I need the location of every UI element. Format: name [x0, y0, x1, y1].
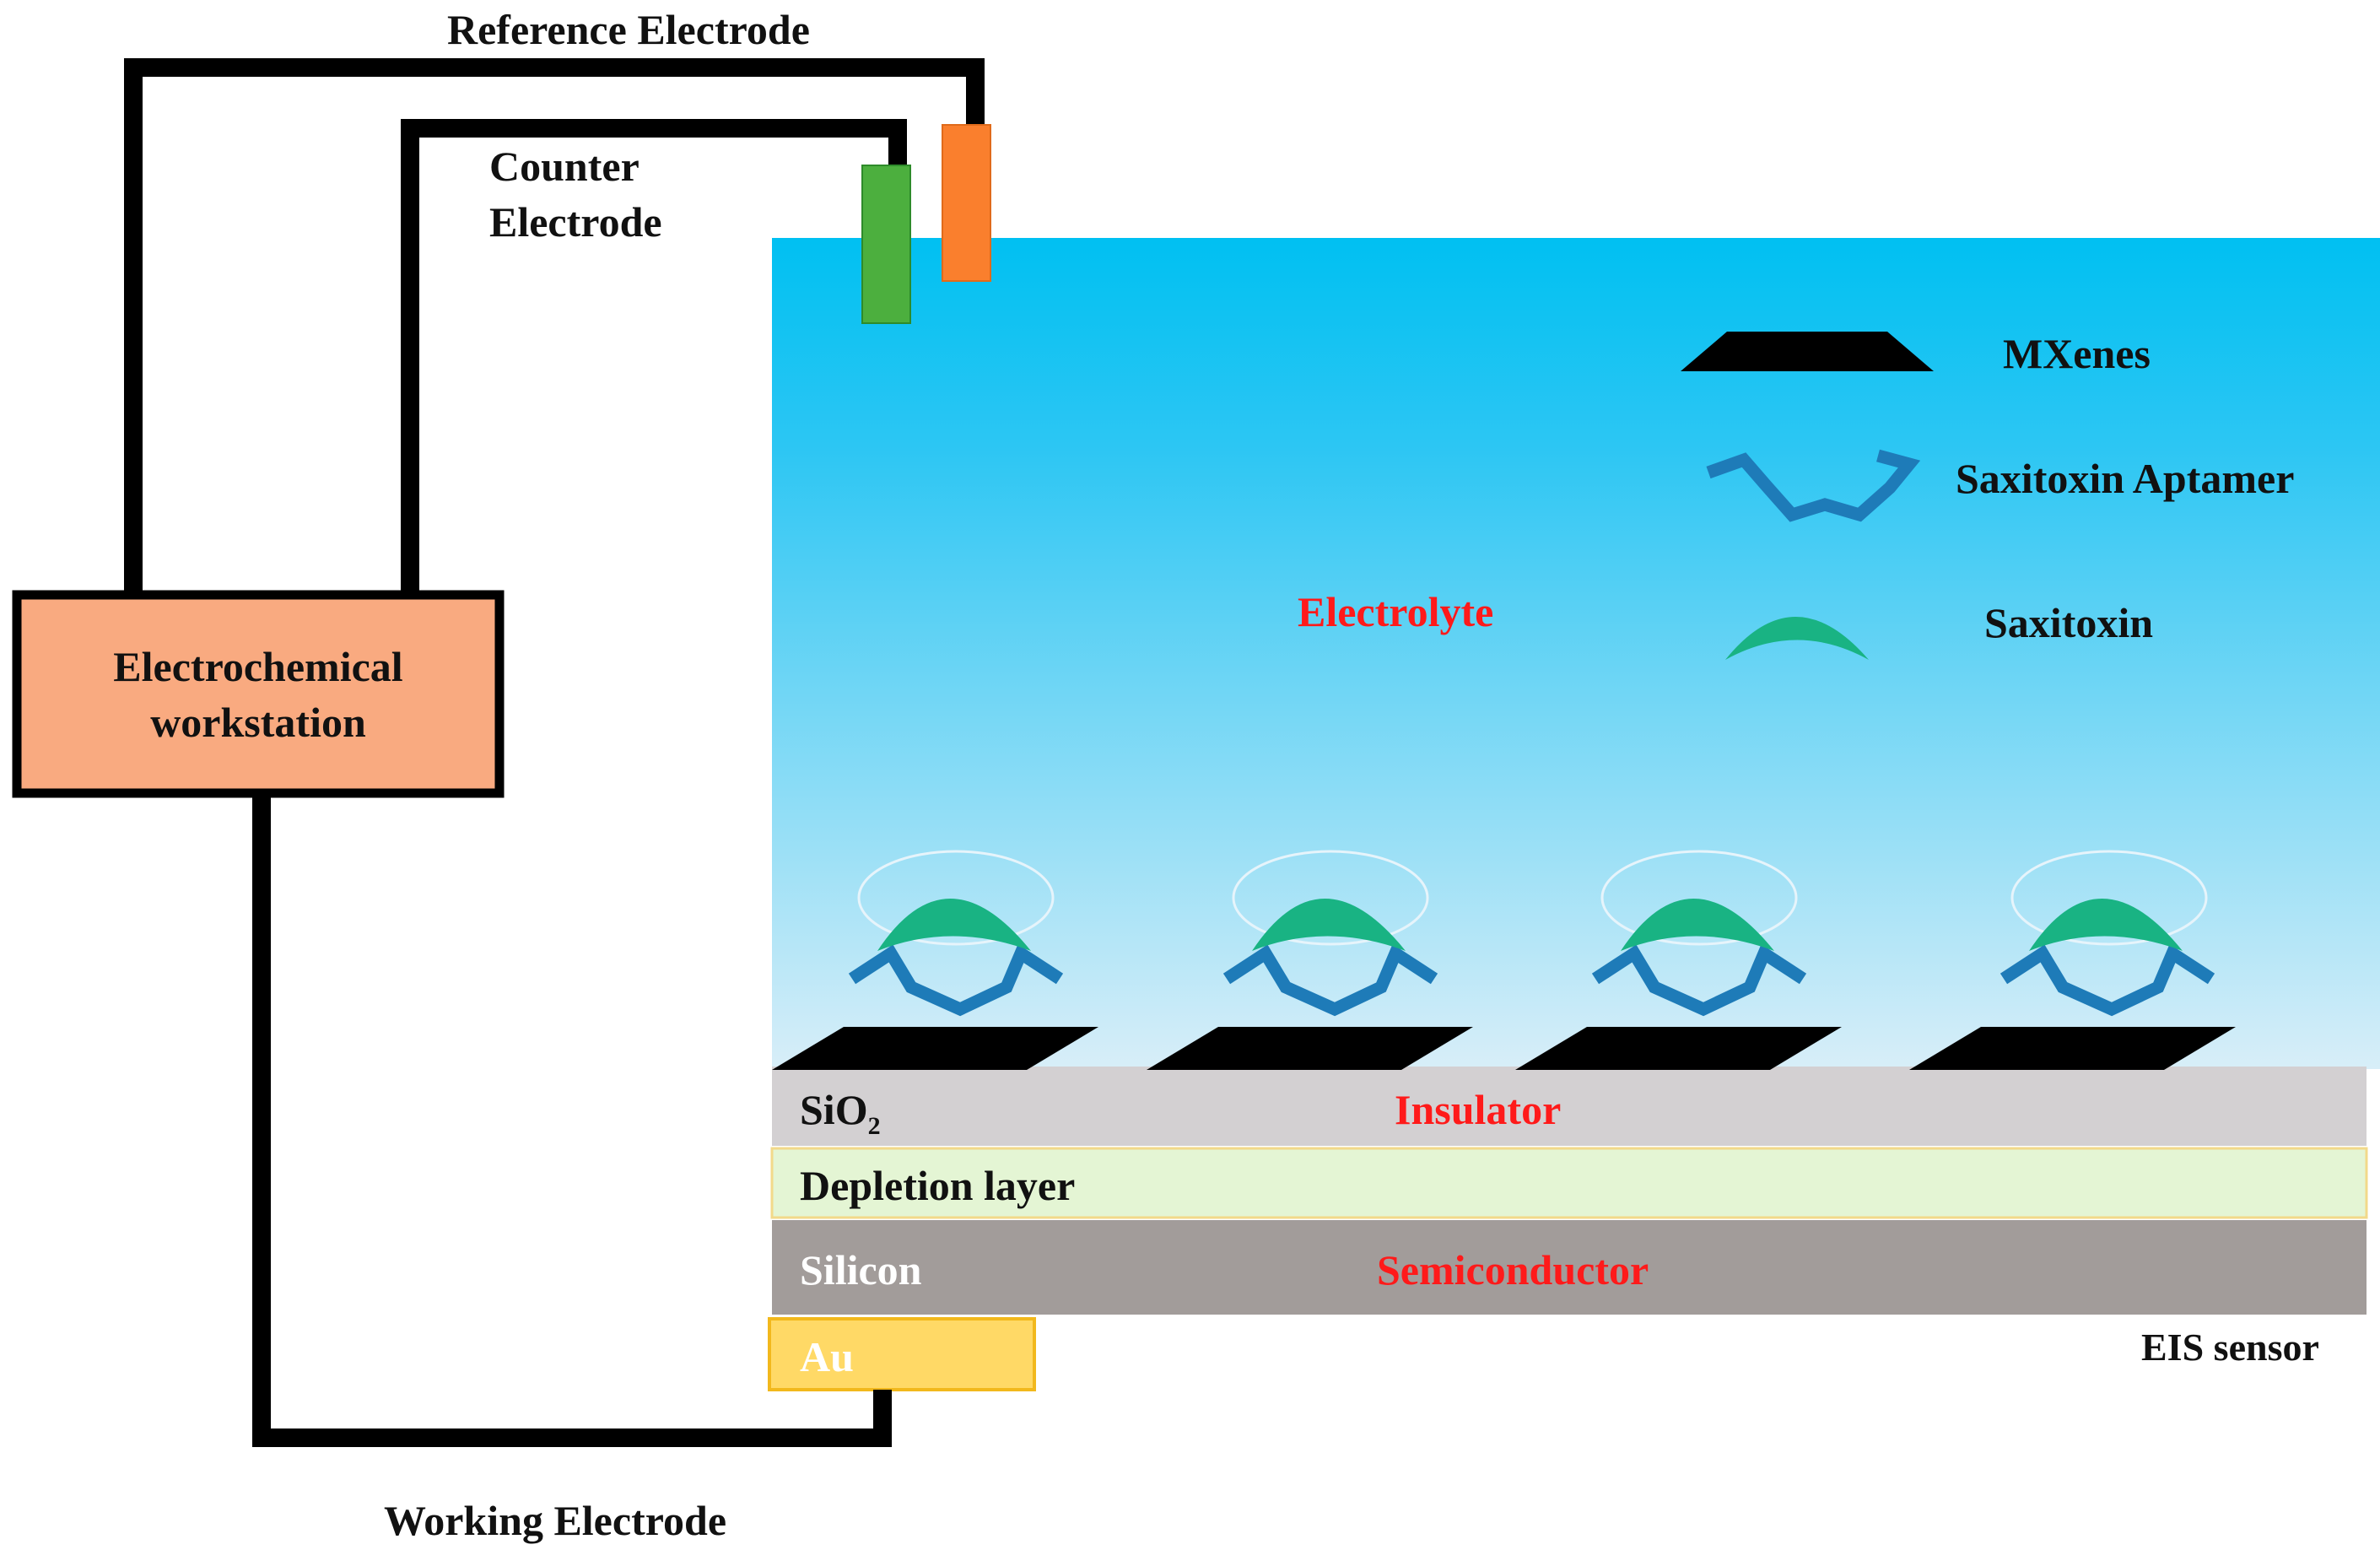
counter-electrode-label-line1: Counter — [489, 143, 640, 190]
saxitoxin-molecule — [1252, 899, 1406, 951]
insulator-label: Insulator — [1395, 1086, 1562, 1133]
electrolyte-label: Electrolyte — [1298, 588, 1494, 635]
legend-mxenes-label: MXenes — [2003, 330, 2151, 377]
insulator-layer — [772, 1067, 2367, 1146]
semiconductor-label: Semiconductor — [1377, 1246, 1649, 1293]
counter-electrode-label-line2: Electrode — [489, 198, 662, 246]
au-label: Au — [800, 1333, 854, 1380]
aptamer — [848, 943, 1064, 1017]
working-electrode-label: Working Electrode — [384, 1497, 727, 1544]
workstation-label-line2: workstation — [150, 699, 366, 746]
binding-halo — [2010, 850, 2208, 946]
reference-electrode-wire — [124, 58, 985, 595]
sensing-unit-3 — [1515, 850, 1842, 1070]
depletion-layer-label: Depletion layer — [800, 1162, 1076, 1209]
binding-halo — [857, 850, 1055, 946]
workstation-label-line1: Electrochemical — [113, 643, 403, 690]
mxene-flake — [1147, 1027, 1473, 1070]
circuit-wires — [124, 58, 985, 1447]
electrochemical-workstation-box — [12, 590, 505, 798]
silicon-layer — [772, 1220, 2367, 1315]
legend-saxitoxin-label: Saxitoxin — [1984, 599, 2154, 646]
binding-halo — [1232, 850, 1429, 946]
mxene-flake — [1515, 1027, 1842, 1070]
working-electrode-wire — [252, 793, 892, 1447]
reference-electrode-label: Reference Electrode — [447, 6, 810, 53]
au-contact — [768, 1317, 1036, 1391]
depletion-layer — [770, 1147, 2368, 1219]
eis-sensor-label: EIS sensor — [2141, 1326, 2319, 1369]
mxenes-legend-icon — [1681, 332, 1934, 371]
mxene-flake — [772, 1027, 1098, 1070]
sensing-unit-1 — [772, 850, 1098, 1070]
sensing-unit-4 — [1909, 850, 2236, 1070]
counter-electrode-wire — [401, 119, 907, 595]
counter-electrode-rod — [861, 165, 911, 324]
sio2-subscript: 2 — [867, 1112, 881, 1140]
legend-aptamer-label: Saxitoxin Aptamer — [1956, 455, 2295, 502]
sensing-unit-2 — [1147, 850, 1473, 1070]
saxitoxin-molecule — [2029, 899, 2183, 951]
aptamer — [1591, 943, 1807, 1017]
aptamer — [2000, 943, 2215, 1017]
aptamer-legend-icon — [1706, 449, 1921, 522]
reference-electrode-rod — [942, 124, 991, 282]
mxene-flake — [1909, 1027, 2236, 1070]
binding-halo — [1600, 850, 1798, 946]
aptamer — [1222, 943, 1438, 1017]
sio2-main: SiO — [800, 1086, 868, 1133]
silicon-label: Silicon — [800, 1246, 922, 1293]
saxitoxin-molecule — [1621, 899, 1774, 951]
sio2-label: SiO2 — [800, 1088, 881, 1139]
saxitoxin-molecule — [877, 899, 1031, 951]
saxitoxin-legend-icon — [1725, 617, 1869, 660]
